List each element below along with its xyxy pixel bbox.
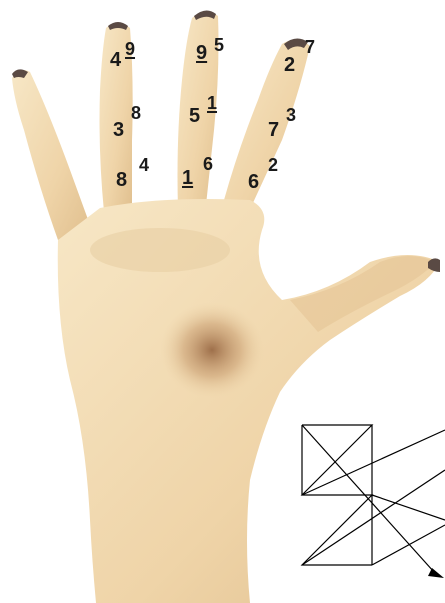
middle-low-sup: 6 bbox=[203, 155, 213, 173]
index-top-sup: 9 bbox=[125, 40, 135, 58]
index-low-sup: 4 bbox=[139, 156, 149, 174]
ring-mid-sup: 3 bbox=[286, 106, 296, 124]
pinky-finger bbox=[12, 70, 90, 240]
middle-mid-sup: 1 bbox=[207, 94, 217, 112]
index-mid-main: 3 bbox=[113, 120, 124, 140]
index-top-main: 4 bbox=[110, 50, 121, 70]
middle-mid-main: 5 bbox=[189, 106, 200, 126]
ring-low-sup: 2 bbox=[268, 156, 278, 174]
zigzag-path-diagram bbox=[302, 425, 445, 572]
index-low-main: 8 bbox=[116, 170, 127, 190]
ring-mid-main: 7 bbox=[268, 120, 279, 140]
middle-top-sup: 5 bbox=[214, 36, 224, 54]
arrow-head-icon bbox=[428, 568, 444, 578]
ring-top-main: 2 bbox=[284, 55, 295, 75]
index-mid-sup: 8 bbox=[131, 104, 141, 122]
ring-low-main: 6 bbox=[248, 172, 259, 192]
ring-top-sup: 7 bbox=[305, 38, 315, 56]
middle-low-main: 1 bbox=[182, 168, 193, 188]
middle-top-main: 9 bbox=[196, 43, 207, 63]
ring-finger bbox=[224, 39, 310, 205]
